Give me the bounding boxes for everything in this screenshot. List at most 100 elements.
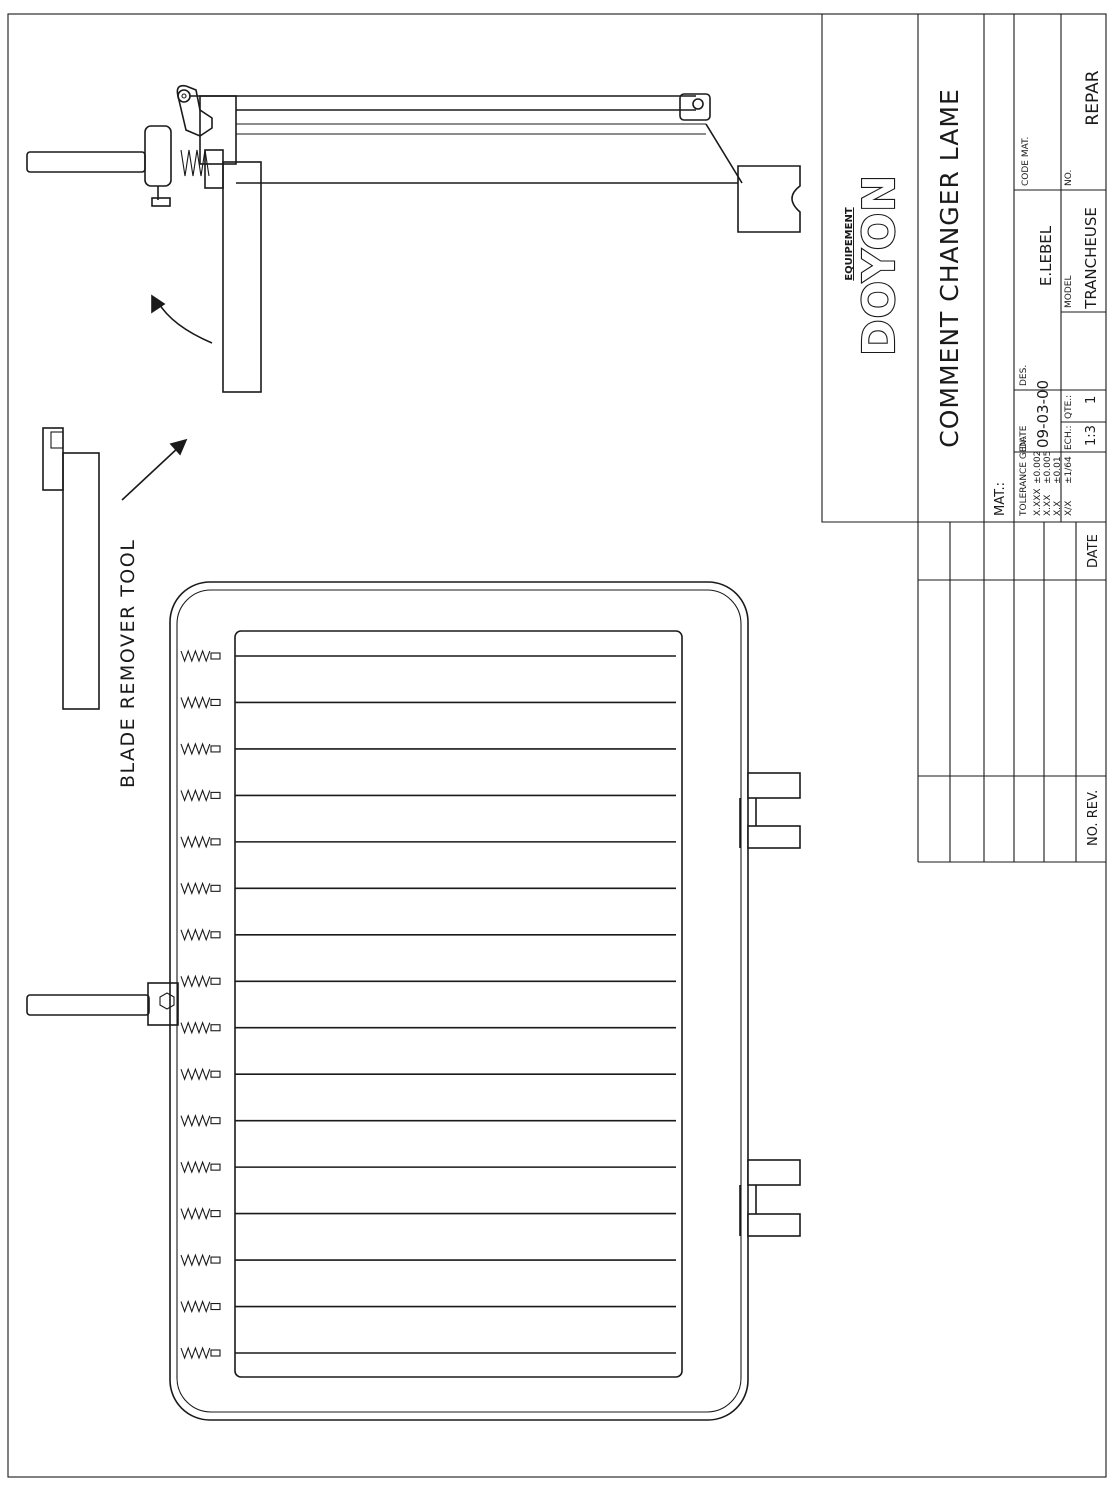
blade-remover-tool: BLADE REMOVER TOOL <box>42 294 213 788</box>
blade-tab <box>210 884 221 892</box>
blade-tab <box>210 838 221 846</box>
frame-bracket-top <box>739 772 801 849</box>
side-view <box>26 84 801 393</box>
blade-spring <box>180 1253 211 1267</box>
tolerance-format-3: X.X <box>1053 501 1063 516</box>
frame-handle-hex <box>159 992 175 1010</box>
drawing-title: COMMENT CHANGER LAME <box>935 88 964 448</box>
blade-spring <box>180 881 211 895</box>
side-pivot-right <box>692 98 704 110</box>
des-value: E.LEBEL <box>1037 225 1055 286</box>
no-label: NO. <box>1064 170 1074 186</box>
qte-label: QTE.: <box>1064 395 1074 419</box>
date-label: DATE <box>1019 425 1029 449</box>
code-mat-label: CODE MAT. <box>1021 137 1031 186</box>
revision-no-rev-label: NO. REV. <box>1086 790 1101 846</box>
side-clamp-knob <box>151 197 171 207</box>
title-block: EQUIPEMENT DOYON COMMENT CHANGER LAME MA… <box>821 14 1106 862</box>
tolerance-header: TOLERANCE GEN. <box>1019 437 1029 517</box>
blade-spring <box>180 1021 211 1035</box>
blade-tab <box>210 1349 221 1357</box>
blade-set <box>180 649 676 1360</box>
side-pivot-left <box>177 89 191 103</box>
blade-tab <box>210 698 221 707</box>
tolerance-value-1: ±0.002 <box>1033 451 1043 484</box>
blade-tab <box>210 1024 221 1032</box>
ech-value: 1:3 <box>1084 425 1099 446</box>
tool-arrow-head <box>169 438 188 456</box>
blade-spring <box>180 1067 211 1081</box>
blade-spring <box>180 928 211 942</box>
side-hook <box>176 84 213 137</box>
model-label: MODEL <box>1064 276 1074 308</box>
blade-tab <box>210 977 221 985</box>
blade-spring <box>180 835 211 849</box>
drawing-border <box>7 13 1107 1478</box>
date-value: 09-03-00 <box>1034 380 1052 448</box>
blade-tab <box>210 1302 221 1311</box>
tool-tip <box>42 427 64 491</box>
tolerance-value-4: ±1/64 <box>1064 456 1074 484</box>
frame-outer <box>169 581 749 1421</box>
blade-spring <box>180 1160 211 1174</box>
side-shaft <box>26 151 146 173</box>
bracket-bottom-b <box>747 1213 801 1237</box>
blade-tab <box>210 652 221 660</box>
blade-spring <box>180 649 211 663</box>
blade-spring <box>180 1346 211 1360</box>
frame-bracket-bottom <box>739 1159 801 1237</box>
rotation-arrow-head <box>151 294 166 314</box>
frame-inner <box>234 630 683 1378</box>
model-value: TRANCHEUSE <box>1082 207 1100 310</box>
company-top-label: EQUIPEMENT <box>844 207 855 280</box>
revision-table: NO. REV. DATE <box>918 522 1106 863</box>
bracket-top-a <box>747 772 801 799</box>
tool-arrow-line <box>121 445 181 501</box>
tolerance-value-2: ±0.005 <box>1043 451 1053 484</box>
blade-tab <box>210 745 221 753</box>
blade-frame <box>26 581 801 1421</box>
blade-spring <box>180 1114 211 1128</box>
revision-date-label: DATE <box>1086 534 1101 568</box>
blade-tab <box>210 791 221 799</box>
blade-spring <box>180 1299 211 1314</box>
tolerance-value-3: ±0.01 <box>1053 456 1063 484</box>
blade-spring <box>180 788 211 803</box>
des-label: DES. <box>1019 365 1029 386</box>
blade-tab <box>210 1070 221 1078</box>
tool-label: BLADE REMOVER TOOL <box>117 539 139 788</box>
side-foot <box>737 165 801 233</box>
frame-outer-inner <box>176 589 742 1413</box>
side-right-cap <box>679 93 711 121</box>
blade-tab <box>210 1256 221 1264</box>
blade-spring <box>180 974 211 988</box>
tool-tip-notch <box>50 431 64 449</box>
qte-value: 1 <box>1084 396 1099 404</box>
tolerance-format-4: X/X <box>1064 501 1074 516</box>
blade-tab <box>210 1163 221 1171</box>
rotation-arrow <box>157 301 213 344</box>
side-pivot-left-inner <box>181 93 187 99</box>
blade-tab <box>210 931 221 939</box>
side-long-plate <box>222 161 262 393</box>
blade-spring <box>180 1206 211 1221</box>
bracket-top-b <box>747 825 801 849</box>
title-block-outline <box>821 14 1106 523</box>
frame-handle-block <box>147 982 179 1026</box>
blade-tab <box>210 1210 221 1218</box>
tolerance-format-1: X.XXX <box>1033 488 1043 516</box>
no-value: REPAR <box>1083 70 1103 125</box>
side-body-slope <box>705 123 743 184</box>
mat-label: MAT.: <box>993 482 1008 516</box>
blade-tab <box>210 1117 221 1125</box>
company-logo: DOYON <box>854 174 905 356</box>
frame-handle <box>26 994 150 1016</box>
blade-spring <box>180 695 211 710</box>
ech-label: ECH.: <box>1064 426 1074 450</box>
tool-body <box>62 452 100 710</box>
tolerance-format-2: X.XX <box>1043 495 1053 516</box>
bracket-bottom-a <box>747 1159 801 1186</box>
blade-spring <box>180 742 211 756</box>
side-clamp <box>144 125 172 187</box>
